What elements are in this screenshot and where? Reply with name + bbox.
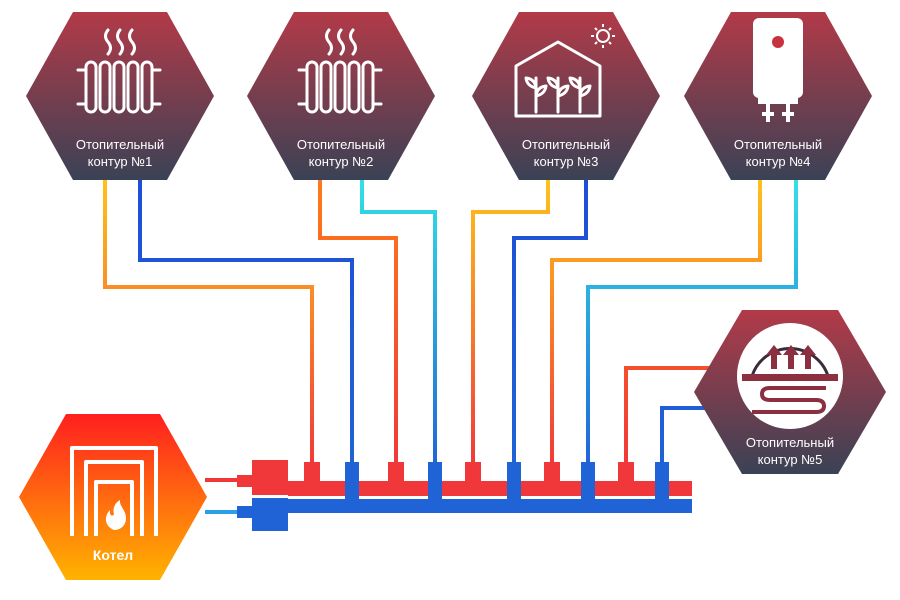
manifold xyxy=(237,460,692,531)
circuit-2-hexagon xyxy=(247,12,435,180)
pipe-return-c3 xyxy=(512,178,588,462)
pipe-supply-c1 xyxy=(103,178,314,462)
circuit-1-number: контур №1 xyxy=(88,154,153,169)
circuit-5-title: Отопительный xyxy=(746,435,834,450)
manifold-return-bar xyxy=(288,499,692,513)
pipe-return-c2 xyxy=(360,178,437,462)
circuit-1-hexagon xyxy=(26,12,214,180)
pipe-return-c1 xyxy=(138,178,354,462)
manifold-return-valve xyxy=(252,498,288,531)
manifold-supply-valve xyxy=(252,460,288,495)
boiler-fire-icon xyxy=(70,446,158,536)
circuit-3-title: Отопительный xyxy=(522,137,610,152)
water-heater-icon xyxy=(753,18,803,122)
radiator-icon xyxy=(297,28,383,114)
circuit-4-number: контур №4 xyxy=(746,154,811,169)
boiler: Котел xyxy=(19,414,207,580)
circuit-4: Отопительный контур №4 xyxy=(684,12,872,180)
circuit-3-hexagon xyxy=(472,12,660,180)
radiator-icon xyxy=(76,28,162,114)
pipe-supply-c4 xyxy=(550,178,762,462)
pipe-supply-c2 xyxy=(318,178,398,462)
circuit-2-number: контур №2 xyxy=(309,154,374,169)
circuit-2: Отопительный контур №2 xyxy=(247,12,435,180)
circuit-5-number: контур №5 xyxy=(758,452,823,467)
circuit-4-title: Отопительный xyxy=(734,137,822,152)
circuit-5: Отопительный контур №5 xyxy=(694,310,886,474)
sun-icon xyxy=(591,24,615,48)
pipe-supply-c3 xyxy=(471,178,550,462)
boiler-hexagon xyxy=(19,414,207,580)
pipe-return-c5 xyxy=(660,406,712,462)
greenhouse-icon xyxy=(514,40,602,118)
supply-outlets xyxy=(304,462,634,482)
circuit-1: Отопительный контур №1 xyxy=(26,12,214,180)
underfloor-heating-icon xyxy=(737,323,843,429)
circuit-3-number: контур №3 xyxy=(534,154,599,169)
circuit-3: Отопительный контур №3 xyxy=(472,12,660,180)
pipe-return-c4 xyxy=(586,178,798,462)
return-outlets xyxy=(345,462,669,500)
pipe-supply-c5 xyxy=(624,366,712,462)
pipes xyxy=(103,178,798,514)
circuit-2-title: Отопительный xyxy=(297,137,385,152)
boiler-label: Котел xyxy=(93,547,133,563)
circuit-1-title: Отопительный xyxy=(76,137,164,152)
